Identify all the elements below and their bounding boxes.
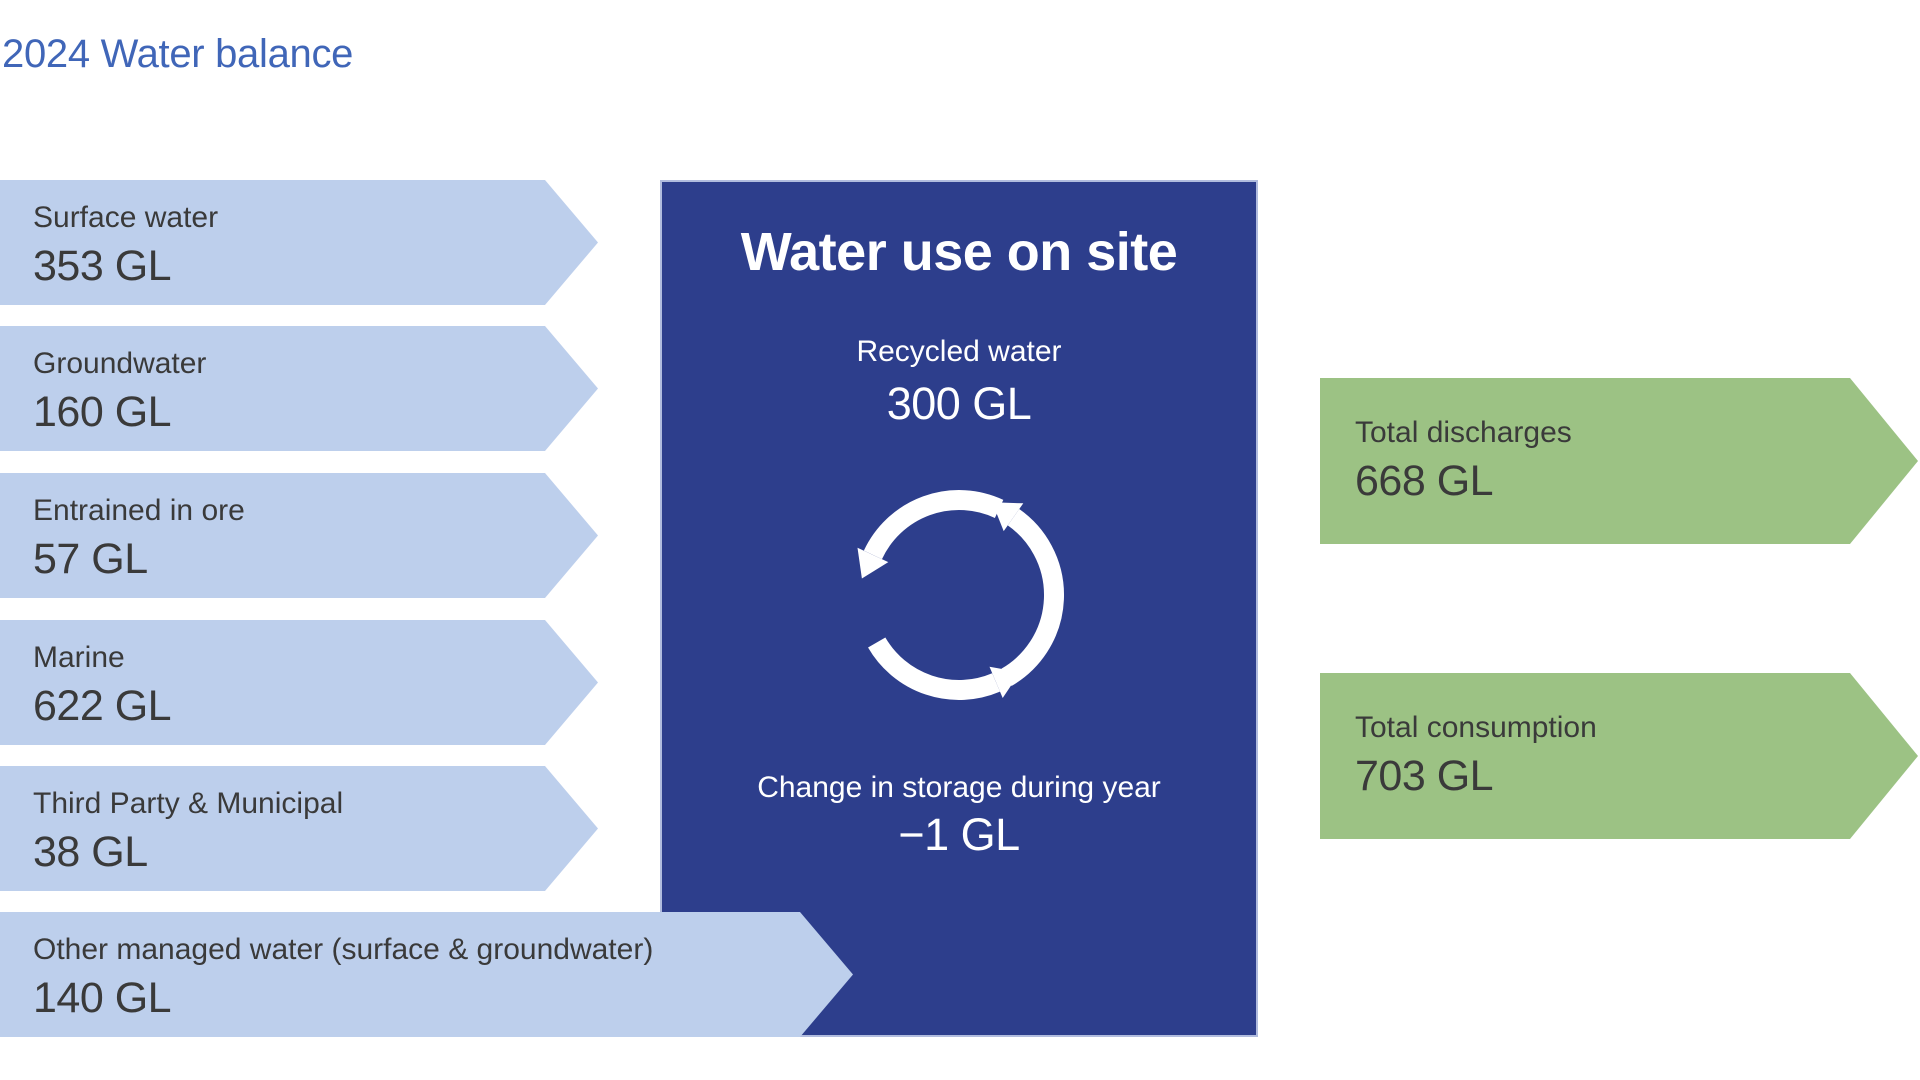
recycled-water-value: 300 GL (886, 378, 1032, 429)
inflow-value: 38 GL (33, 827, 148, 876)
inflow-arrow-marine: Marine 622 GL (0, 620, 598, 745)
storage-change-value: −1 GL (898, 809, 1020, 860)
outflow-label: Total consumption (1355, 711, 1597, 744)
inflow-arrow-other-managed-water: Other managed water (surface & groundwat… (0, 912, 853, 1037)
inflow-arrow-groundwater: Groundwater 160 GL (0, 326, 598, 451)
inflow-value: 57 GL (33, 534, 148, 583)
inflow-arrow-third-party-municipal: Third Party & Municipal 38 GL (0, 766, 598, 891)
inflow-label: Third Party & Municipal (33, 786, 344, 820)
box-title: Water use on site (740, 222, 1178, 282)
inflow-value: 140 GL (33, 973, 172, 1022)
recycle-icon (857, 490, 1064, 700)
inflow-value: 353 GL (33, 241, 172, 290)
outflow-value: 668 GL (1355, 457, 1494, 505)
inflow-label: Surface water (33, 200, 219, 234)
storage-change-label: Change in storage during year (757, 771, 1161, 804)
water-use-on-site-box: Water use on site Recycled water 300 GL … (660, 180, 1258, 1037)
inflow-label: Other managed water (surface & groundwat… (33, 932, 654, 966)
inflow-arrow-entrained-in-ore: Entrained in ore 57 GL (0, 473, 598, 598)
outflow-label: Total discharges (1355, 416, 1572, 449)
page-title: 2024 Water balance (2, 32, 354, 76)
outflow-value: 703 GL (1355, 752, 1494, 800)
inflow-arrow-surface-water: Surface water 353 GL (0, 180, 598, 305)
outflow-arrow-total-discharges: Total discharges 668 GL (1320, 378, 1918, 544)
inflow-label: Marine (33, 640, 125, 674)
inflow-value: 622 GL (33, 681, 172, 730)
outflow-arrow-total-consumption: Total consumption 703 GL (1320, 673, 1918, 839)
inflow-label: Groundwater (33, 346, 207, 380)
inflow-value: 160 GL (33, 387, 172, 436)
recycled-water-label: Recycled water (856, 335, 1062, 368)
inflow-label: Entrained in ore (33, 493, 245, 527)
